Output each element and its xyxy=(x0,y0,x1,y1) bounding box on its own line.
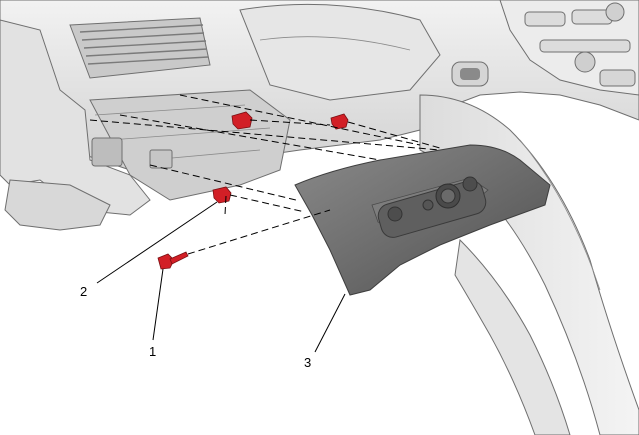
leader-lines xyxy=(96,201,346,353)
trim-panel xyxy=(294,144,551,296)
callout-2: 2 xyxy=(80,284,87,299)
switch-bezel xyxy=(377,176,487,238)
callout-3: 3 xyxy=(304,355,311,370)
air-vent xyxy=(69,17,211,79)
clip-upper-left xyxy=(231,111,253,130)
clip-lower xyxy=(212,186,232,204)
assembly-lines xyxy=(89,94,441,255)
fastener-screw xyxy=(157,251,189,270)
console-structure xyxy=(419,94,639,435)
center-stack xyxy=(499,0,639,96)
clip-upper-right xyxy=(330,113,349,130)
callout-1: 1 xyxy=(149,344,156,359)
